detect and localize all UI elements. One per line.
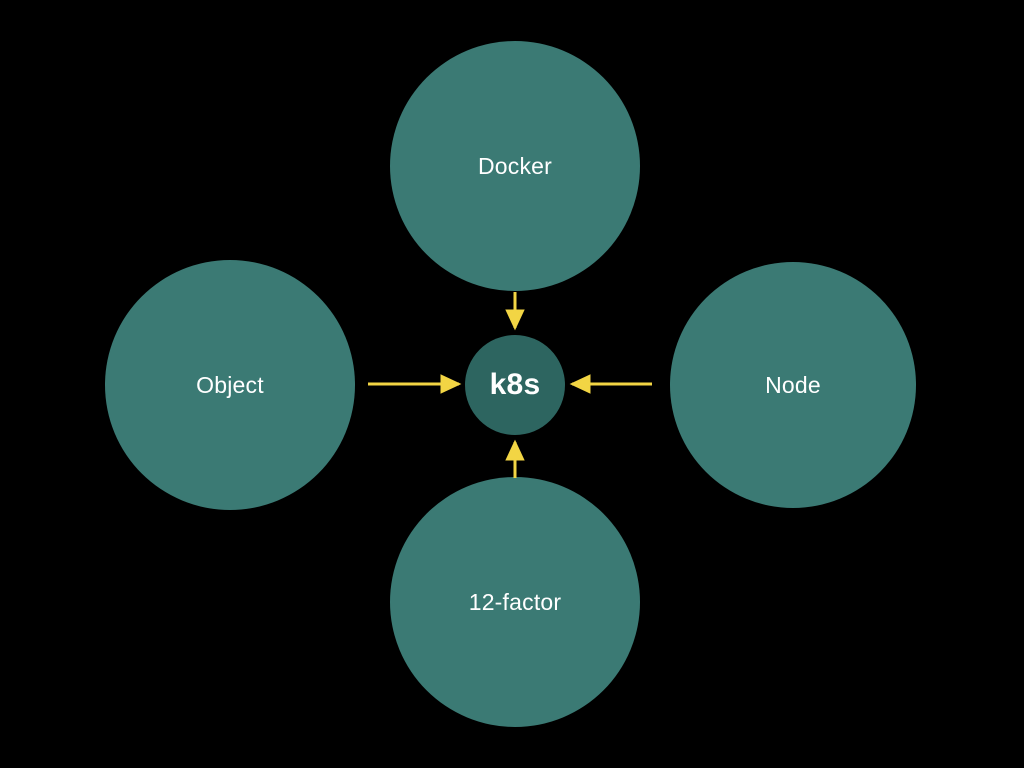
node-k8s-label: k8s [489,368,541,401]
node-docker-label: Docker [477,152,553,179]
node-12-factor-label: 12-factor [468,588,562,615]
node-node[interactable]: Node [670,262,916,508]
node-12-factor[interactable]: 12-factor [390,477,640,727]
node-docker[interactable]: Docker [390,41,640,291]
node-k8s-center[interactable]: k8s [465,335,565,435]
node-object[interactable]: Object [105,260,355,510]
node-object-label: Object [196,371,264,398]
node-node-label: Node [765,371,821,398]
